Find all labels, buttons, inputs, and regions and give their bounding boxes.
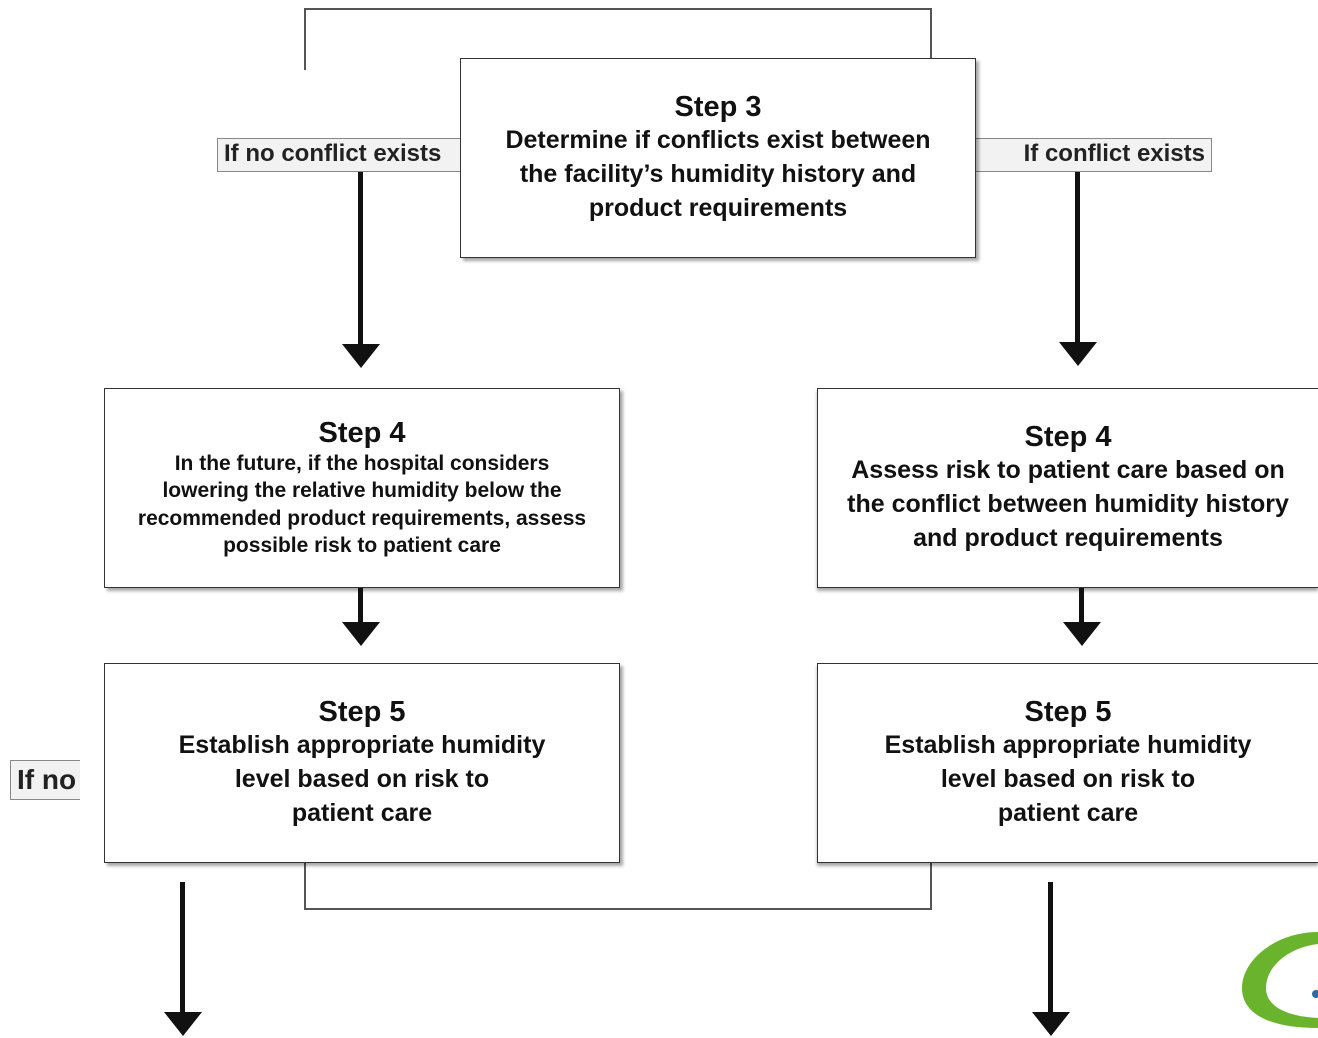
no-conflict-label: If no conflict exists — [217, 138, 465, 172]
step4-left-box: Step 4 In the future, if the hospital co… — [104, 388, 620, 588]
step5-right-text: Establish appropriate humidity level bas… — [885, 729, 1252, 830]
right-bottom-arrow-head — [1032, 1012, 1070, 1036]
step4-left-text: In the future, if the hospital considers… — [138, 450, 586, 559]
step3-line: Determine if conflicts exist between — [505, 126, 931, 155]
step5-right-box: Step 5 Establish appropriate humidity le… — [817, 663, 1318, 863]
left-bottom-arrow-shaft — [180, 882, 185, 1014]
right-bottom-arrow-shaft — [1048, 882, 1053, 1014]
left-bottom-arrow-head — [164, 1012, 202, 1036]
left-arrow-head — [342, 344, 380, 368]
left-mid-arrow-head — [342, 622, 380, 646]
step5-left-line: Establish appropriate humidity — [178, 731, 546, 760]
right-arrow-shaft — [1075, 172, 1080, 344]
step3-box: Step 3 Determine if conflicts exist betw… — [460, 58, 976, 258]
right-mid-arrow-shaft — [1079, 588, 1084, 626]
step4-left-line: possible risk to patient care — [223, 533, 501, 557]
step3-text: Determine if conflicts exist between the… — [505, 124, 930, 225]
left-mid-arrow-shaft — [358, 588, 363, 626]
step5-right-title: Step 5 — [1024, 695, 1112, 728]
logo-swoosh-icon — [1242, 932, 1318, 1028]
step3-line: product requirements — [588, 193, 848, 222]
left-arrow-shaft — [358, 172, 363, 348]
step5-right-line: level based on risk to — [940, 764, 1196, 793]
step4-right-title: Step 4 — [1024, 420, 1112, 453]
step5-right-line: Establish appropriate humidity — [884, 731, 1252, 760]
step4-left-line: recommended product requirements, assess — [137, 506, 587, 530]
partial-no-conflict-label: If no — [10, 760, 80, 800]
step4-right-box: Step 4 Assess risk to patient care based… — [817, 388, 1318, 588]
logo-dot — [1312, 990, 1318, 998]
logo-swoosh-shape — [1242, 932, 1318, 1028]
step4-left-line: lowering the relative humidity below the — [162, 479, 562, 503]
step4-right-line: the conflict between humidity history — [847, 489, 1289, 518]
step3-title: Step 3 — [674, 90, 762, 123]
bottom-bracket-line — [304, 850, 932, 910]
conflict-label: If conflict exists — [972, 138, 1212, 172]
step5-left-text: Establish appropriate humidity level bas… — [179, 729, 546, 830]
step5-left-title: Step 5 — [318, 695, 406, 728]
right-arrow-head — [1059, 342, 1097, 366]
step3-line: the facility’s humidity history and — [519, 159, 917, 188]
step4-right-inner: Step 4 Assess risk to patient care based… — [818, 420, 1318, 556]
step5-left-box: Step 5 Establish appropriate humidity le… — [104, 663, 620, 863]
step4-right-text: Assess risk to patient care based on the… — [847, 454, 1289, 555]
step5-left-line: patient care — [291, 798, 433, 827]
top-bracket-line — [304, 8, 932, 70]
step4-left-title: Step 4 — [318, 416, 406, 449]
step4-right-line: Assess risk to patient care based on — [851, 456, 1285, 485]
right-mid-arrow-head — [1063, 622, 1101, 646]
step4-left-line: In the future, if the hospital considers — [174, 452, 550, 476]
step5-right-inner: Step 5 Establish appropriate humidity le… — [818, 695, 1318, 831]
step5-left-line: level based on risk to — [234, 764, 490, 793]
step4-right-line: and product requirements — [913, 523, 1223, 552]
step5-right-line: patient care — [997, 798, 1139, 827]
